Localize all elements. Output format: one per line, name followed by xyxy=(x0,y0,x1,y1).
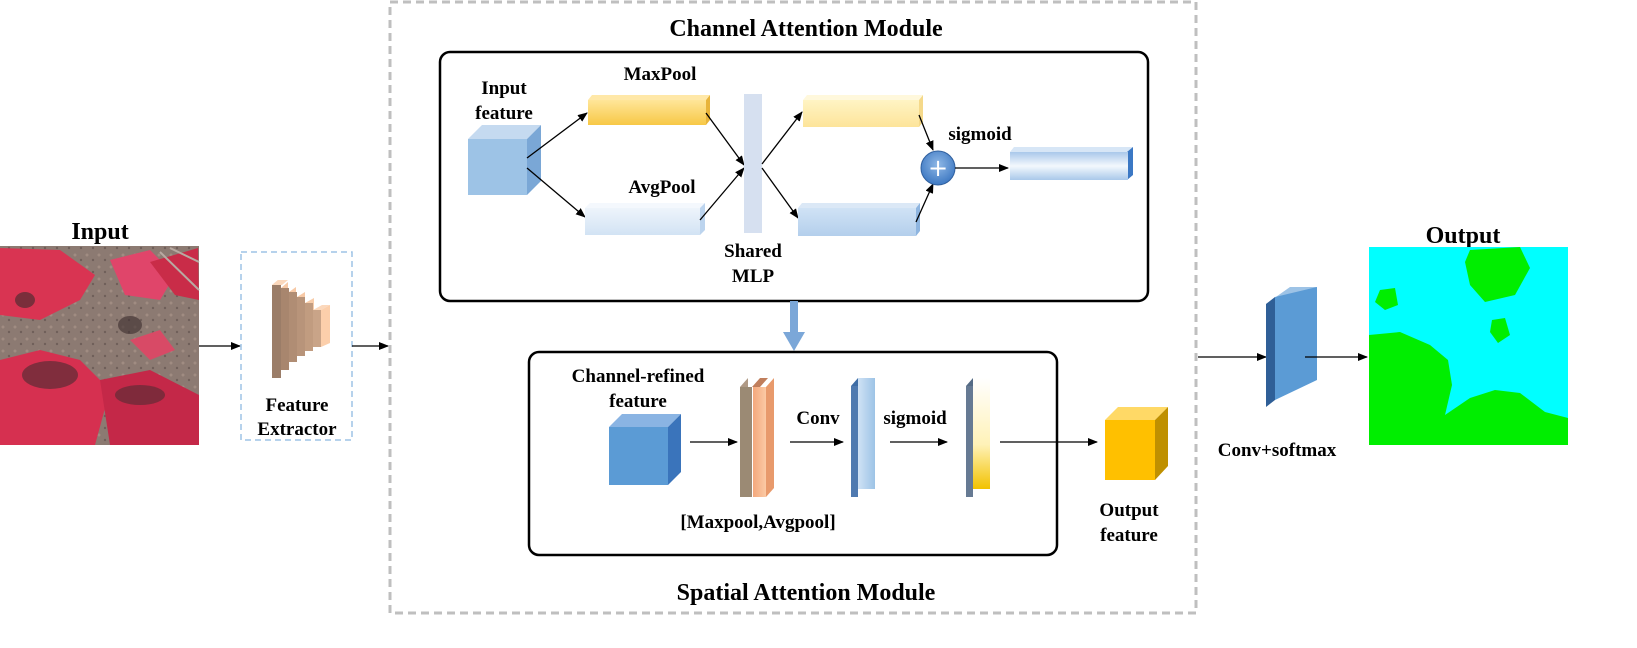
channel-attention-output-bar xyxy=(1010,147,1133,180)
input-image xyxy=(0,246,200,445)
channel-refined-label-line2: feature xyxy=(609,391,667,412)
arrow-maxpool-to-mlp xyxy=(705,112,745,166)
feature-extractor-layers xyxy=(272,280,330,378)
add-node-symbol: + xyxy=(928,154,948,182)
arrow-mlp-to-bottom-output xyxy=(761,167,799,219)
conv-output-map xyxy=(851,378,875,497)
maxpool-avgpool-concat-maps xyxy=(740,378,774,497)
input-feature-label-line1: Input xyxy=(481,78,527,99)
input-feature-cube xyxy=(468,125,541,195)
mlp-avgpool-output-bar xyxy=(798,203,920,236)
avgpool-label: AvgPool xyxy=(628,177,695,198)
spatial-attention-title: Spatial Attention Module xyxy=(677,580,936,606)
channel-refined-label-line1: Channel-refined xyxy=(572,366,705,387)
arrow-mlp-to-top-output xyxy=(761,111,803,165)
mlp-maxpool-output-bar xyxy=(803,95,923,127)
conv-softmax-label: Conv+softmax xyxy=(1218,440,1337,461)
arrow-input-to-avgpool xyxy=(526,167,586,218)
maxpool-label: MaxPool xyxy=(624,64,697,85)
channel-sigmoid-label: sigmoid xyxy=(948,124,1012,145)
arrow-bottom-to-add xyxy=(915,183,934,223)
output-title: Output xyxy=(1426,223,1501,249)
output-feature-label-line2: feature xyxy=(1100,525,1158,546)
concat-label: [Maxpool,Avgpool] xyxy=(680,512,835,533)
maxpool-bar xyxy=(588,95,710,125)
arrow-input-to-maxpool xyxy=(526,112,588,159)
channel-refined-cube xyxy=(609,414,681,485)
input-feature-label-line2: feature xyxy=(475,103,533,124)
shared-mlp-bar xyxy=(744,94,762,233)
conv-label: Conv xyxy=(796,408,840,429)
feature-extractor-label-line1: Feature xyxy=(266,395,329,416)
channel-attention-title: Channel Attention Module xyxy=(669,16,943,42)
conv-softmax-layer xyxy=(1266,287,1317,407)
arrow-top-to-add xyxy=(918,114,934,151)
spatial-attention-map xyxy=(966,378,990,497)
spatial-attention-box xyxy=(527,350,1059,557)
output-feature-cube xyxy=(1105,407,1168,480)
attention-block-dashed-border xyxy=(388,0,1198,615)
arrow-channel-to-spatial xyxy=(783,301,805,351)
feature-extractor-label-line2: Extractor xyxy=(257,419,337,440)
arrow-avgpool-to-mlp xyxy=(699,167,745,221)
output-feature-label-line1: Output xyxy=(1099,500,1159,521)
shared-mlp-label-line2: MLP xyxy=(732,266,775,287)
avgpool-bar xyxy=(585,203,705,235)
shared-mlp-label-line1: Shared xyxy=(724,241,782,262)
spatial-sigmoid-label: sigmoid xyxy=(883,408,947,429)
output-segmentation-map xyxy=(1369,247,1568,445)
input-title: Input xyxy=(71,219,128,245)
